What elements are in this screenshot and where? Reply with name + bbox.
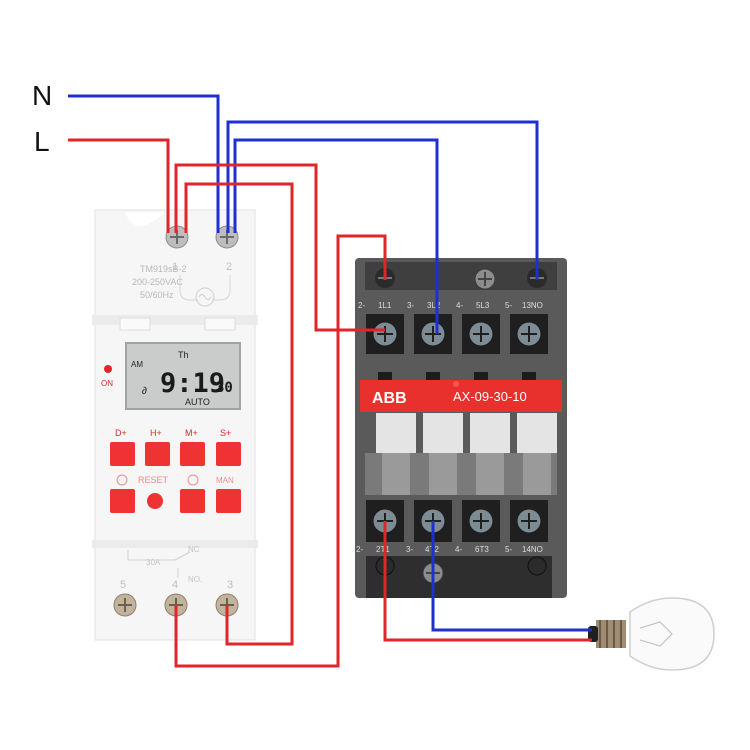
button-label-m: M+	[185, 428, 198, 438]
button-program[interactable]	[110, 489, 135, 513]
reset-label: RESET	[138, 475, 169, 485]
button-day[interactable]	[110, 442, 135, 466]
clock-icon	[187, 474, 199, 486]
timer-frequency: 50/60Hz	[140, 290, 174, 300]
neutral-label: N	[32, 80, 52, 111]
contactor: ABB AX-09-30-10 2- 1L1 3- 3L2 4- 5L3 5- …	[355, 258, 567, 598]
button-label-h: H+	[150, 428, 162, 438]
contact-window-3	[470, 413, 510, 453]
contactor-top-label: 3L2	[427, 301, 441, 310]
terminal-1l1	[366, 314, 404, 354]
contactor-bottom-label: 4-	[455, 545, 462, 554]
contactor-top-label: 13NO	[522, 301, 543, 310]
contactor-bottom-label: 2-	[356, 545, 363, 554]
program-icon	[116, 474, 128, 486]
timer-screw-5	[113, 593, 137, 617]
terminal-6t3	[462, 500, 500, 542]
wire-live-to-timer-3	[184, 182, 294, 646]
contactor-bottom-coil-screw-right	[527, 556, 547, 576]
contactor-indicator	[453, 381, 459, 387]
live-label: L	[34, 126, 50, 157]
wires	[68, 94, 592, 668]
timer-screw-1	[165, 225, 189, 249]
wire-timer-4-to-coil	[174, 234, 387, 668]
terminal-label-4: 4	[172, 579, 178, 591]
terminal-label-3: 3	[227, 579, 233, 591]
timer-rating: 200-250VAC	[132, 277, 183, 287]
lcd-indicator: ∂	[142, 386, 147, 397]
power-led	[104, 365, 112, 373]
manual-mark-icon: MAN	[216, 476, 234, 485]
terminal-13no	[510, 314, 548, 354]
timer-terminal-label-2: 2	[226, 261, 232, 273]
contactor-top-label: 3-	[407, 301, 414, 310]
terminal-label-5: 5	[120, 579, 126, 591]
button-label-s: S+	[220, 428, 231, 438]
button-clock[interactable]	[180, 489, 205, 513]
contactor-bottom-label: 3-	[406, 545, 413, 554]
wire-neutral-to-3l2	[233, 138, 439, 334]
contactor-top-label: 5L3	[476, 301, 490, 310]
wire-live-to-timer-1	[68, 138, 170, 233]
contactor-bottom-label: 2T1	[376, 545, 390, 554]
contactor-brand-strip	[360, 380, 562, 412]
contactor-brand: ABB	[372, 390, 407, 407]
lcd-mode: AUTO	[185, 397, 210, 407]
relay-no-label: NO.	[188, 575, 202, 584]
lcd-time: 9:19	[160, 368, 225, 399]
button-label-d: D+	[115, 428, 127, 438]
contactor-top-label: 5-	[505, 301, 512, 310]
contactor-top-label: 2-	[358, 301, 365, 310]
contactor-model: AX-09-30-10	[453, 389, 527, 404]
wire-neutral-to-timer-2	[68, 94, 220, 233]
wire-4t2-to-lamp	[431, 521, 592, 632]
terminal-3l2	[414, 314, 452, 354]
timer-switch: TM919sB-2 200-250VAC 50/60Hz 1 2 ON AM T…	[92, 209, 258, 641]
button-manual[interactable]	[216, 489, 241, 513]
contact-window-2	[423, 413, 463, 453]
contactor-bottom-label: 6T3	[475, 545, 489, 554]
led-label: ON	[101, 379, 113, 388]
button-reset[interactable]	[147, 493, 163, 509]
timer-model: TM919sB-2	[140, 264, 187, 274]
contact-window-1	[376, 413, 416, 453]
contactor-bottom-label: 14NO	[522, 545, 543, 554]
contactor-top-label: 1L1	[378, 301, 392, 310]
wire-2t1-to-lamp	[383, 521, 592, 642]
contact-window-4	[517, 413, 557, 453]
relay-current-label: 30A	[146, 558, 161, 567]
lcd-am: AM	[131, 360, 143, 369]
ac-symbol-icon	[195, 287, 215, 307]
timer-terminal-label-1: 1	[172, 261, 178, 273]
light-bulb-icon	[588, 597, 715, 671]
lcd-day: Th	[178, 350, 189, 360]
contactor-top-middle-screw	[474, 268, 496, 290]
lcd-display: AM Th ∂ 9:19 30 AUTO	[125, 342, 241, 410]
button-second[interactable]	[216, 442, 241, 466]
relay-nc-label: NC	[188, 545, 200, 554]
wire-neutral-to-13no	[226, 120, 539, 280]
lcd-seconds: 30	[216, 380, 233, 396]
button-hour[interactable]	[145, 442, 170, 466]
terminal-14no	[510, 500, 548, 542]
button-minute[interactable]	[180, 442, 205, 466]
contactor-top-label: 4-	[456, 301, 463, 310]
contactor-bottom-label: 5-	[505, 545, 512, 554]
terminal-5l3	[462, 314, 500, 354]
timer-screw-2	[215, 225, 239, 249]
